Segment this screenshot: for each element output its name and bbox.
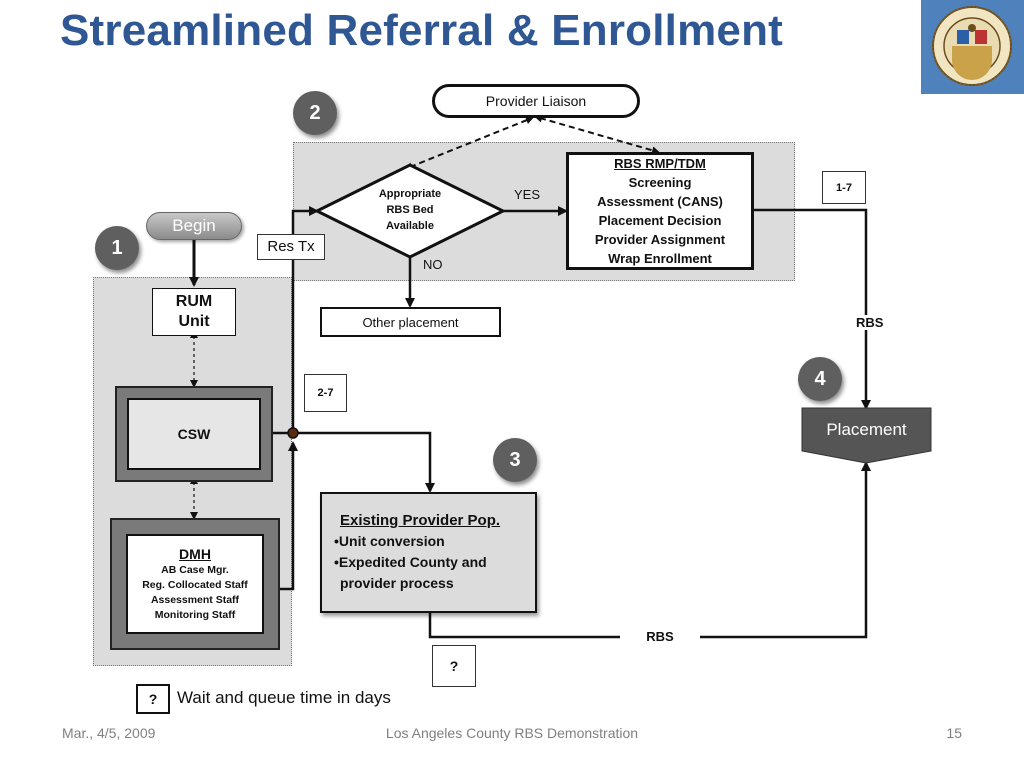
rbs-to-placement-arrow — [754, 208, 871, 410]
junction-to-decision-arrow — [291, 206, 319, 433]
begin-node: Begin — [146, 212, 242, 240]
dmh-box: DMH AB Case Mgr. Reg. Collocated Staff A… — [126, 534, 264, 634]
rbs-rmp-title: RBS RMP/TDM — [614, 156, 706, 171]
existing-provider-box: Existing Provider Pop. •Unit conversion … — [320, 492, 537, 613]
wait-box-2-7: 2-7 — [304, 374, 347, 412]
provider-liaison-node: Provider Liaison — [432, 84, 640, 118]
decision-diamond — [313, 163, 507, 259]
legend-text: Wait and queue time in days — [177, 688, 391, 707]
res-tx-label: Res Tx — [257, 234, 325, 260]
page-number: 15 — [946, 725, 962, 741]
slide-title: Streamlined Referral & Enrollment — [60, 6, 784, 55]
decision-line-1: Appropriate — [378, 188, 442, 200]
step-badge-4: 4 — [798, 357, 842, 401]
decision-line-2: RBS Bed — [386, 204, 434, 216]
rbs-rmp-box: RBS RMP/TDM Screening Assessment (CANS) … — [566, 152, 754, 270]
junction-to-existing-arrow — [293, 431, 435, 493]
junction-dot — [287, 427, 299, 439]
rum-unit-box: RUM Unit — [152, 288, 236, 336]
liaison-rbs-dashed — [534, 114, 660, 155]
step-badge-3: 3 — [493, 438, 537, 482]
yes-label: YES — [514, 187, 541, 202]
footer-center: Los Angeles County RBS Demonstration — [385, 725, 639, 741]
existing-provider-title: Existing Provider Pop. — [340, 512, 501, 529]
placement-label: Placement — [826, 420, 907, 439]
other-placement-box: Other placement — [320, 307, 501, 337]
decision-text: Appropriate RBS Bed Available — [360, 186, 460, 234]
rum-unit-line2: Unit — [178, 313, 210, 330]
step-badge-1: 1 — [95, 226, 139, 270]
dmh-title: DMH — [179, 546, 211, 562]
existing-bullet-3: provider process — [340, 575, 454, 591]
wait-box-bottom: ? — [432, 645, 476, 687]
rum-unit-line1: RUM — [175, 293, 213, 310]
liaison-decision-dashed — [404, 116, 534, 170]
no-label: NO — [423, 257, 443, 272]
rbs-right-label: RBS — [854, 315, 886, 330]
county-seal-logo — [921, 0, 1024, 94]
rbs-rmp-line-4: Provider Assignment — [594, 232, 726, 247]
existing-bullet-1: •Unit conversion — [334, 533, 445, 549]
rbs-rmp-line-3: Placement Decision — [598, 213, 722, 228]
dmh-line-3: Assessment Staff — [150, 594, 240, 606]
rbs-bottom-label: RBS — [620, 629, 700, 644]
csw-label: CSW — [177, 426, 211, 442]
dmh-line-2: Reg. Collocated Staff — [142, 579, 248, 591]
step-badge-2: 2 — [293, 91, 337, 135]
dmh-to-junction-arrow — [280, 441, 298, 591]
rbs-rmp-line-2: Assessment (CANS) — [597, 194, 723, 209]
other-placement-label: Other placement — [362, 314, 459, 330]
decision-line-3: Available — [386, 220, 434, 232]
seal-icon — [932, 6, 1012, 86]
csw-box: CSW — [127, 398, 261, 470]
legend-symbol-box: ? — [136, 684, 170, 714]
placement-shape — [801, 407, 932, 464]
rbs-rmp-line-1: Screening — [628, 175, 692, 190]
wait-box-1-7: 1-7 — [822, 171, 866, 204]
dmh-line-4: Monitoring Staff — [154, 609, 236, 621]
rbs-rmp-line-5: Wrap Enrollment — [608, 251, 712, 266]
dmh-line-1: AB Case Mgr. — [161, 564, 229, 576]
footer-date: Mar., 4/5, 2009 — [62, 725, 156, 741]
existing-bullet-2: •Expedited County and — [334, 554, 487, 570]
